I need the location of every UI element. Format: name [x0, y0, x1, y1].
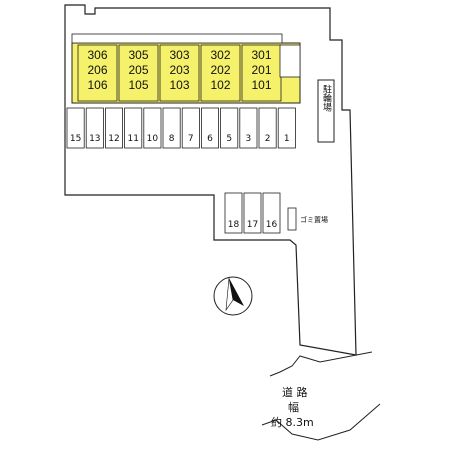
parking-space	[239, 107, 258, 149]
unit-number: 303	[169, 48, 189, 62]
parking-space-number: 13	[89, 134, 100, 144]
parking-space	[224, 192, 243, 234]
parking-space	[181, 107, 200, 149]
unit-block	[118, 44, 159, 102]
parking-space	[105, 107, 124, 149]
building-eaves	[71, 33, 283, 44]
parking-space-number: 1	[284, 134, 290, 144]
parking-space-number: 15	[70, 134, 81, 144]
parking-space-number: 10	[147, 134, 159, 144]
parking-space-number: 12	[108, 134, 119, 144]
parking-space-number: 5	[226, 134, 232, 144]
parking-space-number: 17	[247, 220, 258, 230]
parking-space	[243, 192, 262, 234]
garbage-label: ゴミ置場	[300, 215, 328, 224]
unit-block	[241, 44, 282, 102]
unit-number: 301	[251, 48, 271, 62]
unit-number: 101	[251, 78, 271, 92]
unit-number: 205	[128, 63, 148, 77]
parking-space	[124, 107, 143, 149]
parking-space-number: 11	[127, 134, 138, 144]
parking-space	[162, 107, 181, 149]
unit-block	[159, 44, 200, 102]
parking-space-number: 8	[169, 134, 175, 144]
unit-number: 206	[87, 63, 107, 77]
unit-number: 201	[251, 63, 271, 77]
unit-number: 105	[128, 78, 148, 92]
road-label-line3: 約 8.3m	[271, 415, 314, 429]
unit-number: 103	[169, 78, 189, 92]
parking-space-number: 6	[207, 134, 213, 144]
parking-space	[262, 192, 281, 234]
road-edge-upper	[269, 351, 373, 377]
parking-space	[277, 107, 296, 149]
unit-number: 305	[128, 48, 148, 62]
unit-block	[77, 44, 118, 102]
parking-space-number: 18	[228, 220, 240, 230]
unit-block	[200, 44, 241, 102]
parking-space-number: 7	[188, 134, 194, 144]
parking-space	[85, 107, 104, 149]
unit-number: 102	[210, 78, 230, 92]
lot-outline	[64, 4, 357, 356]
parking-row-main: 15 13 12 11 10 8 7 6 5 3 2 1	[66, 107, 296, 149]
unit-number: 106	[87, 78, 107, 92]
unit-number: 302	[210, 48, 230, 62]
parking-row-lower: 18 17 16	[224, 192, 281, 234]
garbage-area	[287, 207, 297, 231]
parking-space	[66, 107, 85, 149]
road-label-line1: 道 路	[282, 385, 308, 399]
parking-space-number: 16	[266, 220, 278, 230]
parking-space	[200, 107, 219, 149]
road-edge-lower	[261, 403, 381, 441]
bicycle-parking-area	[317, 79, 335, 143]
parking-space	[143, 107, 162, 149]
parking-space	[258, 107, 277, 149]
road-label-line2: 幅	[288, 401, 299, 414]
parking-space-number: 3	[246, 134, 252, 144]
unit-number: 202	[210, 63, 230, 77]
unit-number: 306	[87, 48, 107, 62]
north-arrow-icon	[213, 276, 253, 316]
parking-space-number: 2	[265, 134, 271, 144]
bicycle-parking-label: 駐輪場	[321, 83, 332, 112]
unit-notch	[279, 44, 301, 78]
unit-number: 203	[169, 63, 189, 77]
parking-space	[220, 107, 239, 149]
